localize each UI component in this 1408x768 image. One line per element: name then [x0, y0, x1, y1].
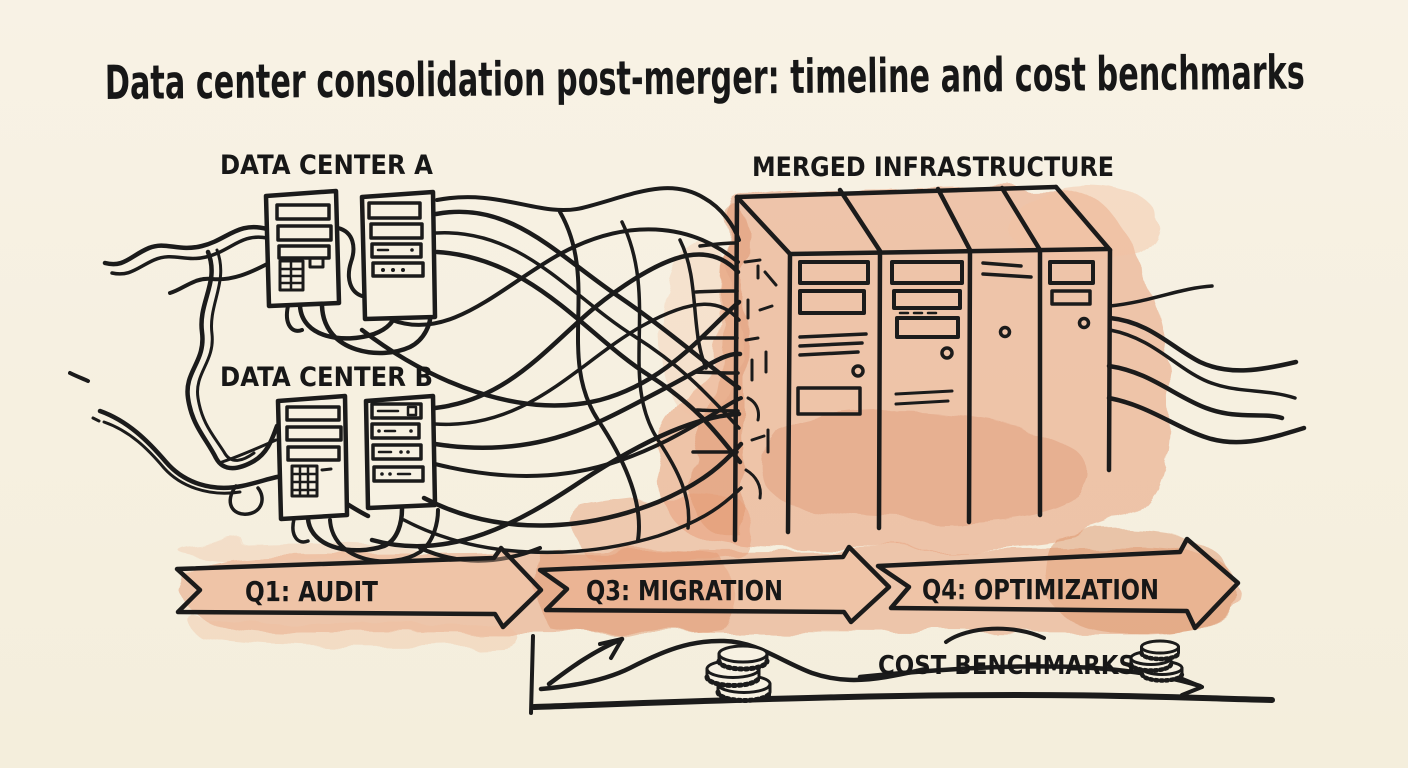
- loose-cables-right-icon: [1106, 284, 1307, 445]
- server-rack-a-icon: [263, 188, 438, 356]
- label-phase-q4-optimization: Q4: OPTIMIZATION: [922, 573, 1159, 606]
- timeline-arrow-q3: [537, 544, 892, 625]
- merged-rack-cabinet-icon: [732, 184, 1113, 543]
- page-title: Data center consolidation post-merger: t…: [105, 46, 1305, 111]
- timeline-arrow-q1: [174, 545, 544, 630]
- label-data-center-a: DATA CENTER A: [220, 150, 433, 181]
- timeline: [174, 536, 1241, 631]
- label-phase-q3-migration: Q3: MIGRATION: [586, 574, 783, 607]
- label-data-center-b: DATA CENTER B: [220, 362, 433, 393]
- benchmark-arc-icon: [944, 626, 1046, 644]
- coin-stack-icon: [1128, 639, 1185, 683]
- falling-arrowhead-icon: [1178, 676, 1204, 697]
- label-merged-infrastructure: MERGED INFRASTRUCTURE: [752, 152, 1114, 183]
- server-rack-b-icon: [275, 393, 542, 564]
- label-cost-benchmarks: COST BENCHMARKS: [878, 651, 1135, 681]
- tangled-cables-icon: [359, 186, 744, 555]
- label-phase-q1-audit: Q1: AUDIT: [245, 575, 378, 608]
- timeline-arrow-q4: [875, 536, 1241, 631]
- cabinet-side-detail: [743, 258, 778, 500]
- rising-arrowhead-icon: [598, 637, 624, 660]
- rising-arrow-icon: [546, 636, 625, 687]
- coin-stack-icon: [704, 644, 773, 703]
